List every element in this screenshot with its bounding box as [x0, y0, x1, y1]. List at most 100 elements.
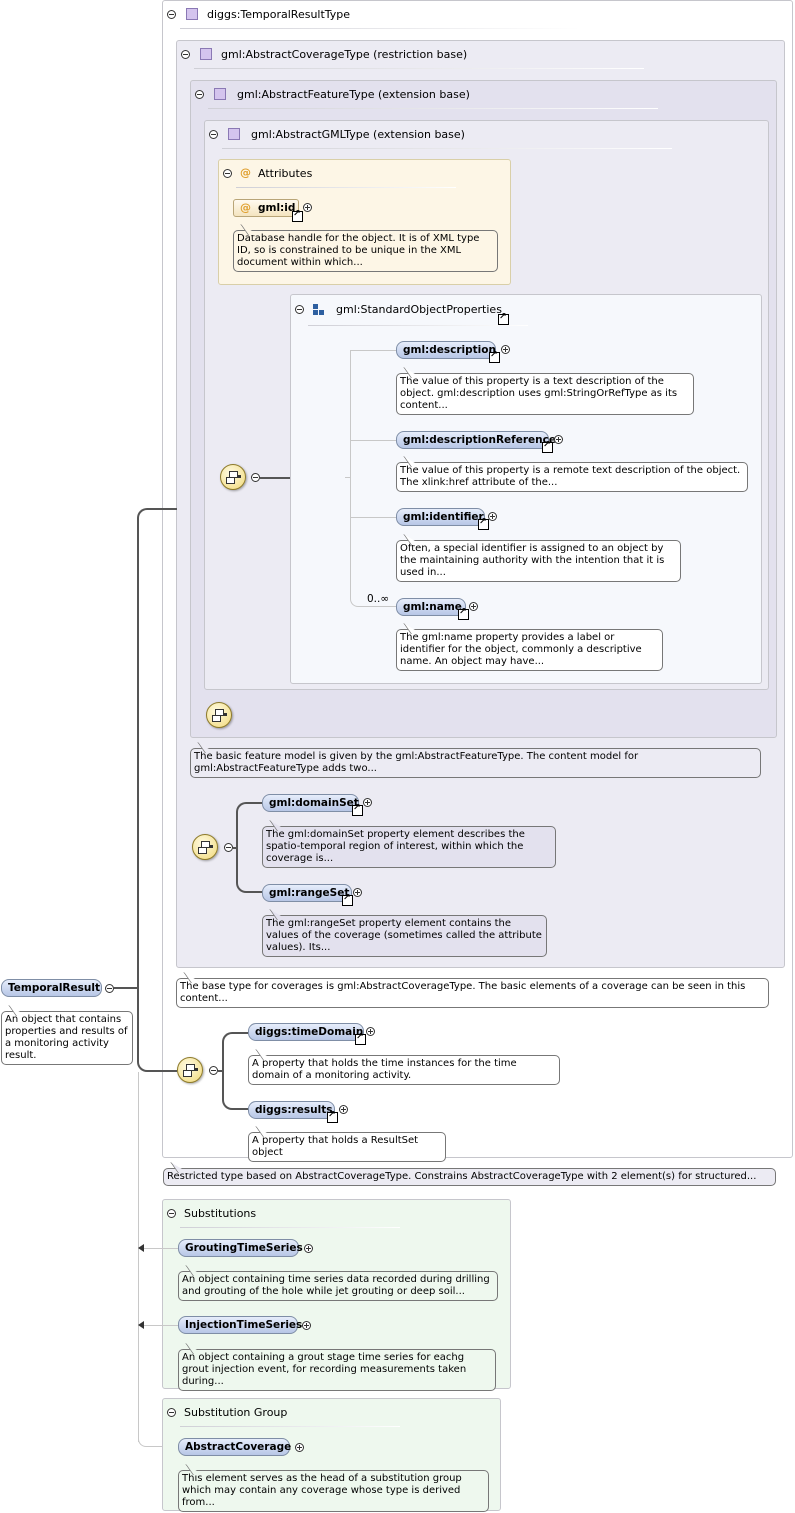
element-gml-rangeset[interactable]: gml:rangeSet [262, 884, 352, 902]
element-label: diggs:results [255, 1104, 333, 1116]
collapse-sequence[interactable] [224, 843, 233, 852]
gml-identifier-doc: Often, a special identifier is assigned … [396, 540, 681, 582]
root-type-doc: Restricted type based on AbstractCoverag… [163, 1168, 776, 1186]
abstract-coverage-doc: This element serves as the head of a sub… [178, 1470, 489, 1512]
sequence-icon [192, 834, 218, 860]
collapse-coverage-type[interactable] [181, 50, 190, 59]
attribute-icon: @ [240, 201, 251, 214]
reference-icon[interactable] [355, 1032, 366, 1045]
reference-icon[interactable] [542, 440, 553, 453]
feature-type-title: gml:AbstractFeatureType (extension base) [237, 88, 470, 101]
reference-icon[interactable] [458, 607, 469, 620]
element-gml-description[interactable]: gml:description [396, 341, 496, 359]
reference-icon[interactable] [498, 312, 509, 325]
element-label: InjectionTimeSeries [185, 1319, 303, 1331]
element-abstract-coverage[interactable]: AbstractCoverage [178, 1438, 291, 1456]
collapse-attributes[interactable] [223, 169, 232, 178]
expand-gml-identifier[interactable] [488, 512, 497, 521]
collapse-gml-type[interactable] [209, 130, 218, 139]
element-diggs-timedomain[interactable]: diggs:timeDomain [248, 1023, 364, 1041]
expand-gml-rangeset[interactable] [353, 888, 362, 897]
gml-description-reference-doc: The value of this property is a remote t… [396, 462, 748, 492]
reference-icon[interactable] [478, 517, 489, 530]
element-grouting-time-series[interactable]: GroutingTimeSeries [178, 1239, 303, 1257]
connector-curve [222, 1070, 248, 1110]
element-label: gml:name [403, 601, 462, 613]
collapse-standard-properties[interactable] [295, 305, 304, 314]
element-gml-name[interactable]: gml:name [396, 598, 466, 616]
element-label: diggs:timeDomain [255, 1026, 364, 1038]
separator [236, 187, 456, 188]
element-label: gml:identifier [403, 511, 484, 523]
expand-injection-time-series[interactable] [302, 1321, 311, 1330]
separator [308, 325, 528, 326]
collapse-sequence[interactable] [251, 473, 260, 482]
element-injection-time-series[interactable]: InjectionTimeSeries [178, 1316, 302, 1334]
arrow-left-icon [138, 1321, 144, 1329]
connector-line [233, 847, 237, 849]
grouting-time-series-doc: An object containing time series data re… [178, 1271, 498, 1301]
sequence-icon [177, 1057, 203, 1083]
complex-type-icon [214, 88, 226, 100]
arrow-left-icon [138, 1244, 144, 1252]
attribute-gml-id[interactable]: gml:id [233, 199, 299, 217]
collapse-sequence[interactable] [209, 1066, 218, 1075]
element-diggs-results[interactable]: diggs:results [248, 1101, 335, 1119]
separator [222, 148, 672, 149]
gml-description-doc: The value of this property is a text des… [396, 373, 694, 415]
complex-type-icon [186, 8, 198, 20]
substitution-curve [138, 1436, 178, 1447]
element-label: gml:description [403, 344, 496, 356]
gml-name-doc: The gml:name property provides a label o… [396, 629, 663, 671]
expand-diggs-results[interactable] [339, 1105, 348, 1114]
expand-diggs-timedomain[interactable] [366, 1027, 375, 1036]
expand-gml-id[interactable] [303, 203, 312, 212]
collapse-feature-type[interactable] [195, 90, 204, 99]
reference-icon[interactable] [327, 1110, 338, 1123]
tree-line [358, 606, 396, 607]
tree-line [351, 350, 396, 351]
connector-curve [137, 508, 177, 989]
expand-gml-name[interactable] [469, 602, 478, 611]
substitution-line [138, 1072, 139, 1442]
element-gml-description-reference[interactable]: gml:descriptionReference [396, 431, 556, 449]
element-label: gml:domainSet [269, 797, 359, 809]
group-icon [313, 304, 325, 316]
connector-curve [222, 1032, 248, 1071]
sequence-icon [206, 702, 232, 728]
expand-grouting-time-series[interactable] [304, 1244, 313, 1253]
expand-gml-description[interactable] [501, 345, 510, 354]
element-gml-domainset[interactable]: gml:domainSet [262, 794, 359, 812]
connector-line [260, 477, 304, 479]
expand-abstract-coverage[interactable] [295, 1443, 304, 1452]
separator [180, 1227, 400, 1228]
collapse-substitution-group[interactable] [167, 1408, 176, 1417]
gml-type-title: gml:AbstractGMLType (extension base) [251, 128, 465, 141]
separator [180, 1426, 400, 1427]
expand-gml-description-reference[interactable] [554, 435, 563, 444]
collapse-temporal-result[interactable] [105, 984, 114, 993]
reference-icon[interactable] [352, 803, 363, 816]
separator [194, 68, 644, 69]
reference-icon[interactable] [292, 209, 303, 222]
collapse-substitutions[interactable] [167, 1209, 176, 1218]
element-temporal-result[interactable]: TemporalResult [1, 979, 102, 997]
connector-line [114, 987, 138, 989]
expand-gml-domainset[interactable] [363, 798, 372, 807]
diggs-timedomain-doc: A property that holds the time instances… [248, 1055, 560, 1085]
coverage-doc: The base type for coverages is gml:Abstr… [176, 978, 769, 1008]
gml-rangeset-doc: The gml:rangeSet property element contai… [262, 915, 547, 957]
reference-icon[interactable] [342, 893, 353, 906]
connector-curve [236, 802, 262, 848]
element-gml-identifier[interactable]: gml:identifier [396, 508, 485, 526]
reference-icon[interactable] [489, 350, 500, 363]
connector-curve [236, 847, 262, 893]
diggs-results-doc: A property that holds a ResultSet object [248, 1132, 446, 1162]
complex-type-icon [228, 128, 240, 140]
collapse-root-type[interactable] [167, 10, 176, 19]
gml-id-doc: Database handle for the object. It is of… [233, 230, 498, 272]
feature-doc: The basic feature model is given by the … [190, 748, 761, 778]
substitution-group-title: Substitution Group [184, 1406, 288, 1419]
separator [180, 28, 580, 29]
element-label: gml:rangeSet [269, 887, 350, 899]
